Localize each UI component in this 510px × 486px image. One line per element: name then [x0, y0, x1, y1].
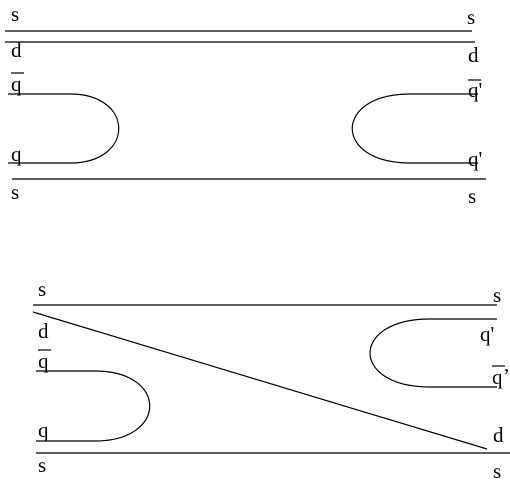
top-left-label-d: d	[11, 38, 22, 62]
bottom-left-label-qbar: q	[38, 349, 49, 373]
top-right-label-s-lower: s	[468, 184, 476, 208]
bottom-right-label-qbar-prime-mark: ,	[504, 352, 509, 376]
bottom-right-label-s-lower: s	[493, 459, 501, 481]
bottom-diagonal-d-line	[32, 311, 488, 450]
top-left-label-s: s	[11, 2, 19, 26]
bottom-left-label-q: q	[38, 418, 49, 442]
top-left-label-s-lower: s	[11, 180, 19, 204]
top-right-label-s: s	[467, 5, 475, 29]
bottom-right-label-s: s	[493, 283, 501, 307]
bottom-right-label-qbar: q	[492, 365, 503, 389]
bottom-diagram: s d q q s s q' q , d s	[32, 277, 510, 483]
top-right-qqbar-loop	[351, 93, 478, 164]
top-left-label-qbar: q	[11, 72, 22, 96]
top-left-label-q: q	[11, 142, 22, 166]
bottom-left-qqbar-loop	[36, 370, 151, 442]
top-left-qqbar-loop	[8, 93, 120, 164]
top-right-label-d: d	[468, 43, 479, 67]
bottom-right-label-d: d	[493, 423, 504, 447]
bottom-left-label-d: d	[38, 319, 49, 343]
bottom-left-label-s: s	[38, 277, 46, 301]
top-right-label-qbar-prime: q'	[468, 78, 482, 102]
bottom-right-label-q-prime: q'	[480, 322, 494, 346]
bottom-left-label-s-lower: s	[38, 453, 46, 477]
top-diagram: s d q q s s d q' q' s	[5, 2, 486, 208]
bottom-right-qqbar-loop	[369, 318, 497, 388]
top-right-label-q-prime: q'	[468, 147, 482, 171]
